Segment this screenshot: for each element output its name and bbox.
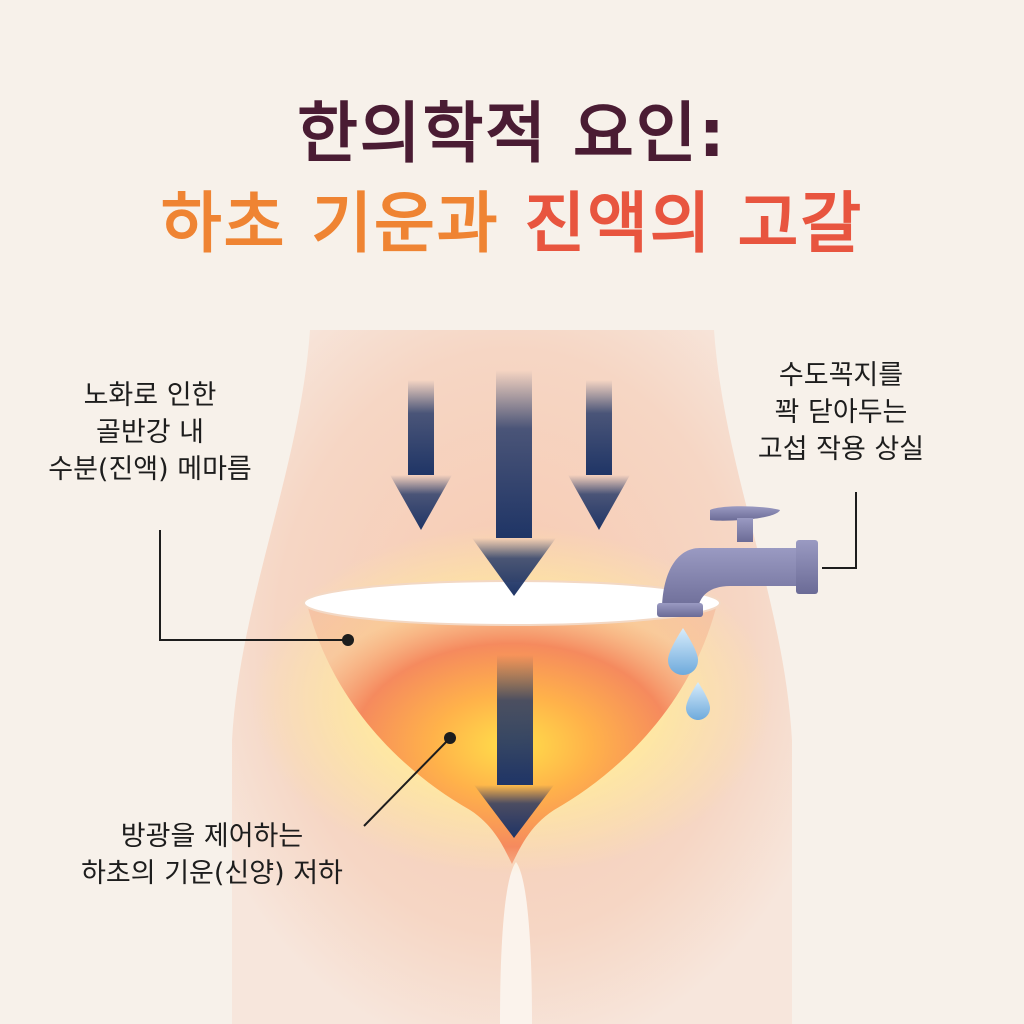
label-faucet-line-2: 꽉 닫아두는 [774,397,908,428]
label-faucet-line-3: 고섭 작용 상실 [757,434,925,465]
leader-line-right [822,492,857,569]
down-arrow-icon [474,655,554,838]
label-energy: 방광을 제어하는 하초의 기운(신양) 저하 [62,818,362,892]
label-energy-line-1: 방광을 제어하는 [120,821,304,852]
title-line-2-part-2: 진액의 고갈 [524,185,864,262]
leader-line-left [159,530,348,641]
down-arrow-icon [568,380,630,530]
label-dryness-line-3: 수분(진액) 메마름 [48,454,252,485]
crotch-gap [500,862,532,1024]
water-drop-icon [668,628,698,675]
label-faucet: 수도꼭지를 꽉 닫아두는 고섭 작용 상실 [732,357,950,468]
down-arrow-icon [390,380,452,530]
down-arrow-icon [472,370,556,596]
label-faucet-line-1: 수도꼭지를 [778,360,904,391]
leader-line-bottom [363,737,451,827]
leader-dot-bottom [444,732,456,744]
label-dryness-line-1: 노화로 인한 [83,380,217,411]
label-dryness-line-2: 골반강 내 [96,417,204,448]
label-dryness: 노화로 인한 골반강 내 수분(진액) 메마름 [30,377,270,488]
title-line-2: 하초 기운과 진액의 고갈 [0,170,1024,266]
water-drop-icon [686,682,710,720]
leader-dot-left [342,634,354,646]
title-line-1: 한의학적 요인: [297,95,727,172]
label-energy-line-2: 하초의 기운(신양) 저하 [81,858,343,889]
faucet-icon [657,506,818,617]
title-line-2-part-1: 하초 기운과 [160,185,525,262]
